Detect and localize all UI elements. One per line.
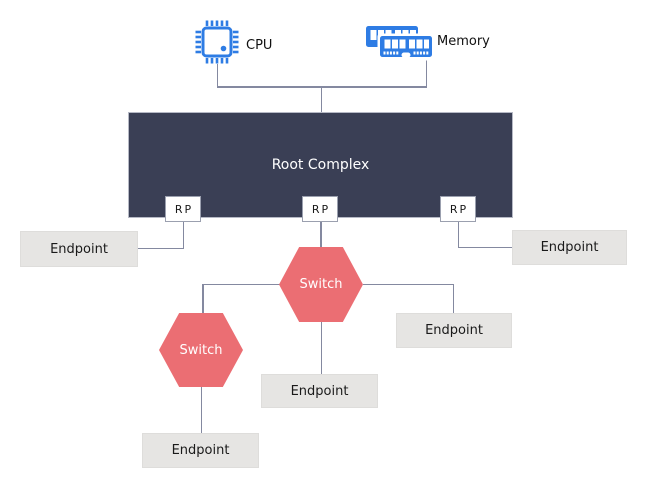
cpu-label: CPU xyxy=(246,38,273,53)
endpoint-mid-bottom-label: Endpoint xyxy=(290,383,349,399)
connector-to-root-complex xyxy=(320,86,322,112)
switch-1-label: Switch xyxy=(299,277,343,292)
connector-switch1-left xyxy=(202,283,280,285)
root-port-1: RP xyxy=(165,196,201,222)
cpu-icon xyxy=(195,20,239,64)
connector-rp1-down xyxy=(182,221,184,248)
switch-2-node: Switch xyxy=(159,313,243,387)
connector-cpu-down xyxy=(216,64,218,86)
connector-rp3-to-endpoint xyxy=(458,246,512,248)
endpoint-left-label: Endpoint xyxy=(50,241,108,257)
endpoint-bottom-left-label: Endpoint xyxy=(171,443,230,458)
switch-2-label: Switch xyxy=(179,342,223,358)
connector-switch2-bottom xyxy=(200,387,202,433)
endpoint-mid-right-node: Endpoint xyxy=(396,313,512,348)
memory-label: Memory xyxy=(437,34,490,49)
root-port-1-label: RP xyxy=(174,202,194,216)
endpoint-bottom-left-node: Endpoint xyxy=(142,433,259,468)
connector-switch1-bottom xyxy=(320,322,322,374)
connector-down-to-switch2 xyxy=(202,283,204,314)
root-complex-label: Root Complex xyxy=(271,157,370,173)
connector-rp1-to-endpoint xyxy=(138,247,184,249)
connector-switch1-right xyxy=(363,283,453,285)
connector-rp3-down xyxy=(457,221,459,248)
connector-rp2-to-switch xyxy=(320,221,322,247)
root-port-2: RP xyxy=(302,196,338,222)
memory-icon xyxy=(366,26,435,61)
root-port-3: RP xyxy=(440,196,476,222)
connector-down-to-endpoint-midright xyxy=(452,283,454,314)
root-port-3-label: RP xyxy=(449,202,469,216)
endpoint-mid-bottom-node: Endpoint xyxy=(261,374,378,408)
connector-memory-down xyxy=(425,60,427,86)
endpoint-left-node: Endpoint xyxy=(20,231,138,267)
root-port-2-label: RP xyxy=(311,202,331,216)
endpoint-right-label: Endpoint xyxy=(540,240,599,255)
switch-1-node: Switch xyxy=(279,247,363,322)
endpoint-mid-right-label: Endpoint xyxy=(425,323,483,338)
endpoint-right-node: Endpoint xyxy=(512,230,627,265)
